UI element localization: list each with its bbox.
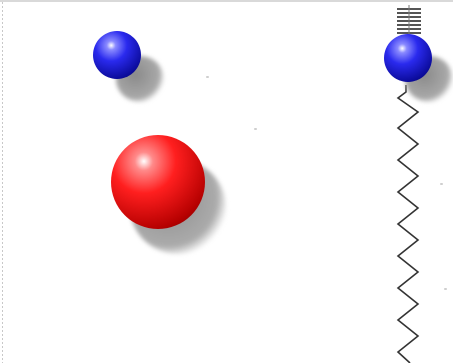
small-blue-ball[interactable]: [93, 31, 141, 79]
spring-top-coil: [397, 5, 421, 35]
large-red-ball[interactable]: [111, 135, 205, 229]
speck: [444, 288, 447, 290]
left-dotted-border: [2, 2, 3, 363]
speck: [440, 183, 443, 185]
top-border: [0, 0, 453, 2]
zigzag-spring: [396, 85, 420, 363]
spring-blue-ball[interactable]: [384, 34, 432, 82]
speck: [254, 128, 257, 130]
speck: [206, 76, 209, 78]
